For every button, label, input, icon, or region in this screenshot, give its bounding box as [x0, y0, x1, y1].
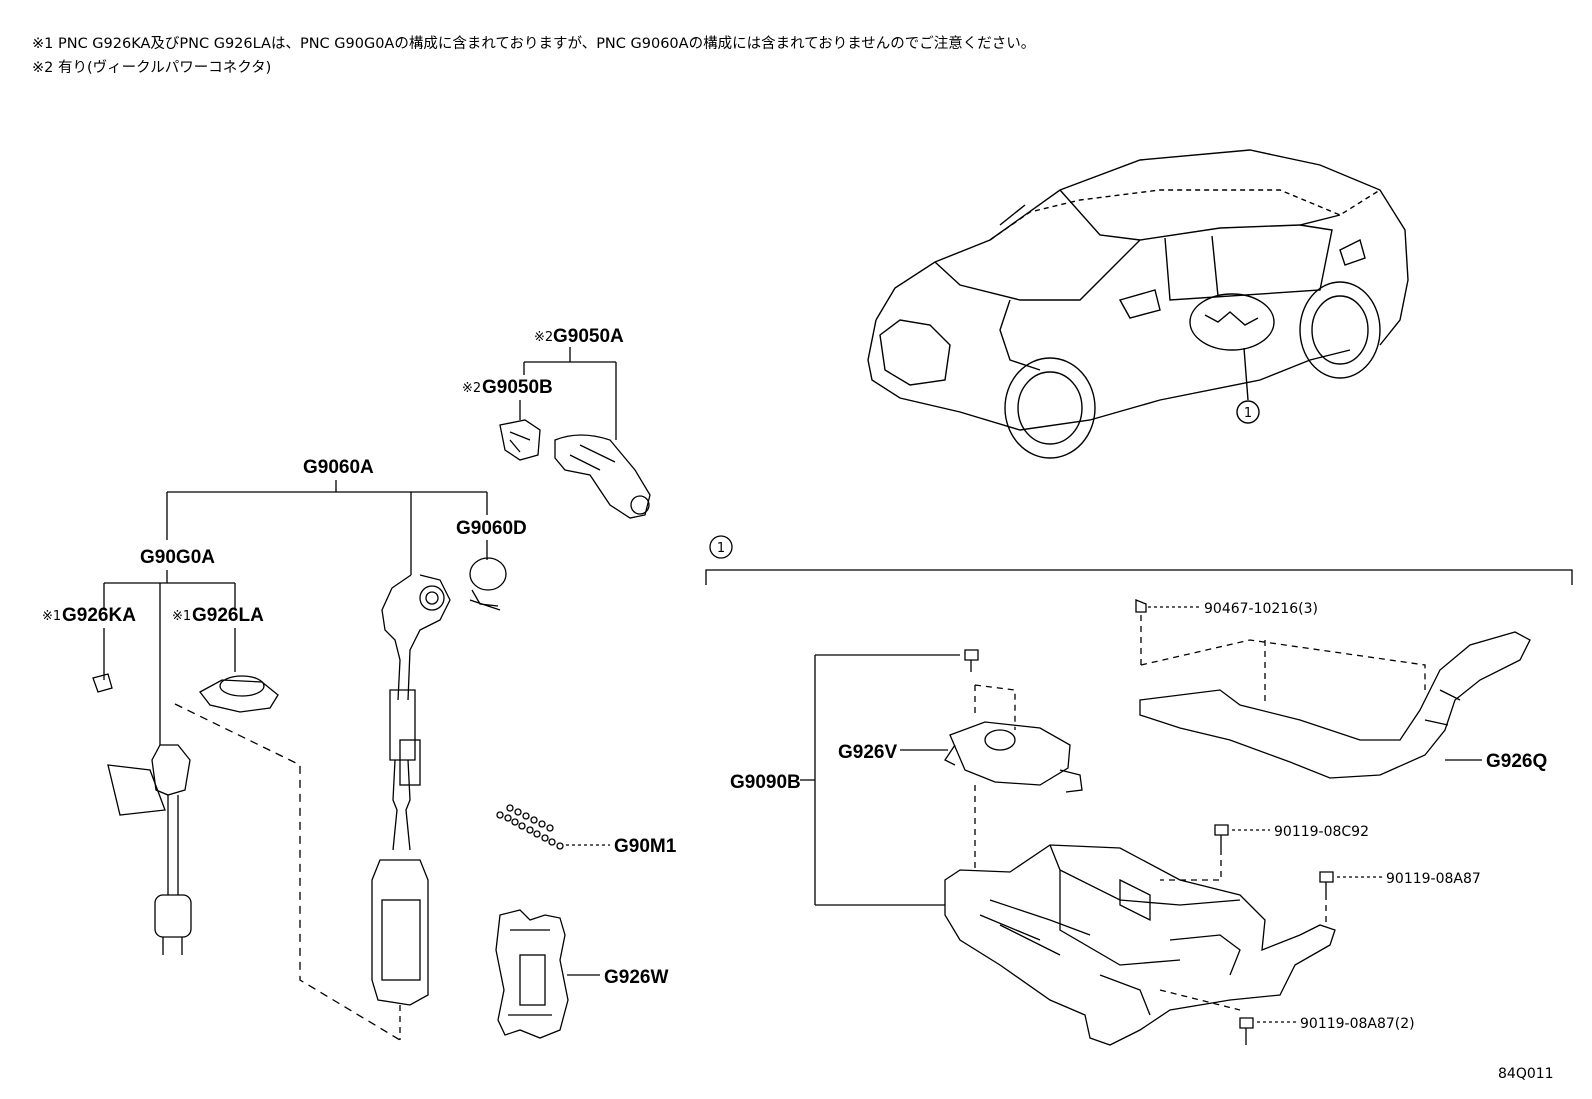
ref-mark-g9050a: ※2 [534, 330, 553, 345]
callout-1-vehicle: 1 [1244, 406, 1252, 421]
bolt-90119-08c92 [1214, 824, 1229, 855]
label-g9090b: G9090B [730, 772, 801, 793]
bolt-90119-08a87-x2 [1239, 1017, 1254, 1045]
footnote-2: ※2 有り(ヴィークルパワーコネクタ) [32, 60, 272, 76]
holder-g926w [495, 909, 569, 1039]
cap-g9060d [469, 557, 507, 591]
label-g9050b: G9050B [482, 377, 553, 398]
label-g9060a: G9060A [303, 457, 374, 478]
ref-mark-g926ka: ※1 [42, 609, 61, 624]
label-g90m1: G90M1 [614, 836, 677, 857]
diagram-code: 84Q011 [1498, 1066, 1554, 1082]
duct-g926q [1139, 631, 1531, 779]
sensor-g926v [944, 721, 1083, 793]
ref-mark-g926la: ※1 [172, 609, 191, 624]
label-g9050a: G9050A [553, 326, 624, 347]
clip-90467 [1135, 599, 1147, 613]
label-90119-08a87-2: 90119-08A87(2) [1300, 1016, 1415, 1032]
vehicle-power-connector-g9050a [554, 434, 651, 519]
ref-mark-g9050b: ※2 [462, 381, 481, 396]
clip-g926ka [92, 673, 113, 693]
lid-g926la [199, 679, 279, 713]
vehicle-illustration [867, 149, 1409, 459]
label-g90g0a: G90G0A [140, 547, 215, 568]
footnote-1: ※1 PNC G926KA及びPNC G926LAは、PNC G90G0Aの構成… [32, 36, 1036, 52]
bolt-90119-08a87 [1319, 871, 1334, 900]
label-g926v: G926V [838, 742, 897, 763]
callout-1-detail: 1 [717, 541, 725, 556]
charger-unit-bracket-assembly [944, 844, 1336, 1046]
bolt-g9090b [964, 649, 979, 672]
label-90467-10216: 90467-10216(3) [1204, 601, 1318, 617]
label-90119-08c92: 90119-08C92 [1274, 824, 1369, 840]
bead-chain-g90m1 [496, 804, 564, 850]
label-g9060d: G9060D [456, 518, 527, 539]
label-90119-08a87: 90119-08A87 [1386, 871, 1481, 887]
label-g926w: G926W [604, 967, 668, 988]
label-g926q: G926Q [1486, 751, 1547, 772]
label-g926la: G926LA [192, 605, 264, 626]
connector-cap-g9050b [499, 419, 541, 461]
portable-charger-g9060a [371, 574, 451, 1040]
label-g926ka: G926KA [62, 605, 136, 626]
charging-cable-g90g0a [107, 744, 192, 955]
